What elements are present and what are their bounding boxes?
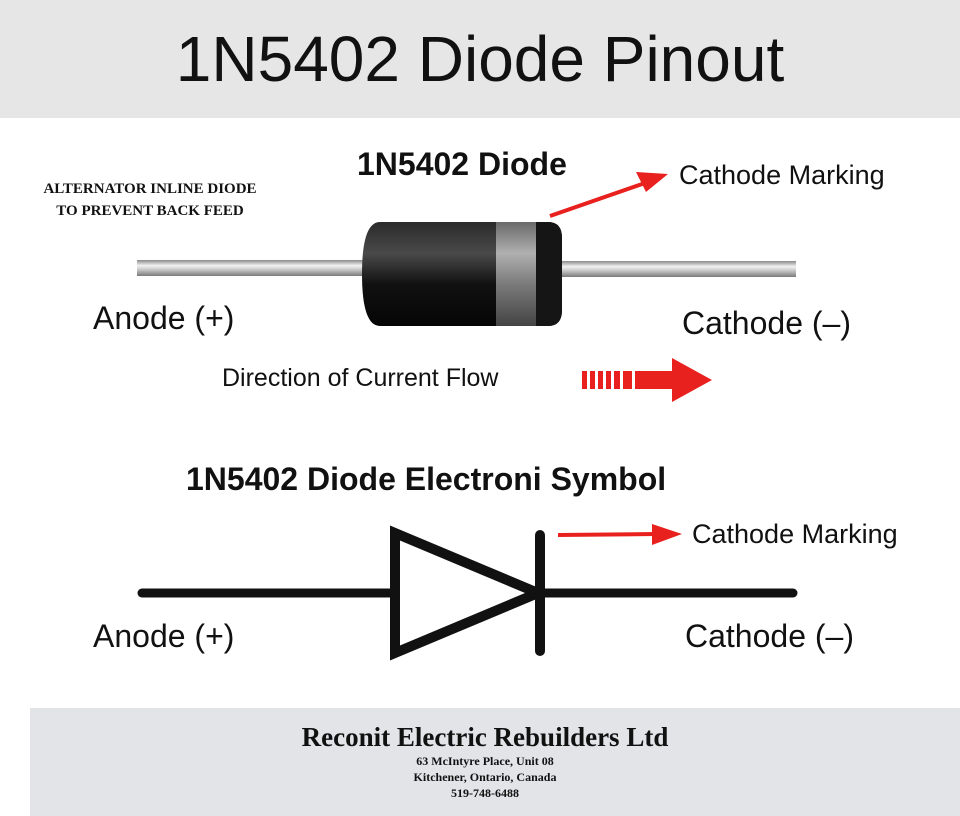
current-flow-arrow (582, 358, 712, 402)
address-line-2: Kitchener, Ontario, Canada (413, 770, 557, 784)
note-line-1: ALTERNATOR INLINE DIODE (43, 181, 257, 197)
cathode-band (496, 222, 536, 326)
symbol-cathode-marking-label: Cathode Marking (692, 519, 898, 549)
company-name: Reconit Electric Rebuilders Ltd (301, 722, 669, 752)
cathode-lead (550, 261, 796, 277)
symbol-heading: 1N5402 Diode Electroni Symbol (186, 461, 667, 497)
diode-symbol (137, 525, 798, 661)
symbol-anode-label: Anode (+) (93, 618, 235, 654)
symbol-marking-arrowhead (652, 524, 682, 545)
photo-cathode-marking-label: Cathode Marking (679, 160, 885, 190)
cathode-marking-arrow-line (549, 181, 646, 218)
cathode-marking-arrowhead (636, 172, 668, 192)
anode-lead (137, 260, 372, 276)
photo-heading: 1N5402 Diode (357, 146, 567, 182)
phone-number: 519-748-6488 (451, 786, 519, 800)
note-line-2: TO PREVENT BACK FEED (56, 203, 244, 219)
photo-cathode-label: Cathode (–) (682, 305, 851, 341)
footer: Reconit Electric Rebuilders Ltd 63 McInt… (30, 708, 960, 816)
title-bar (0, 0, 960, 118)
address-line-1: 63 McIntyre Place, Unit 08 (416, 754, 554, 768)
page-title: 1N5402 Diode Pinout (175, 23, 785, 95)
symbol-marking-arrow-line (557, 532, 656, 537)
current-flow-label: Direction of Current Flow (222, 364, 499, 392)
photo-anode-label: Anode (+) (93, 300, 235, 336)
symbol-cathode-label: Cathode (–) (685, 618, 854, 654)
